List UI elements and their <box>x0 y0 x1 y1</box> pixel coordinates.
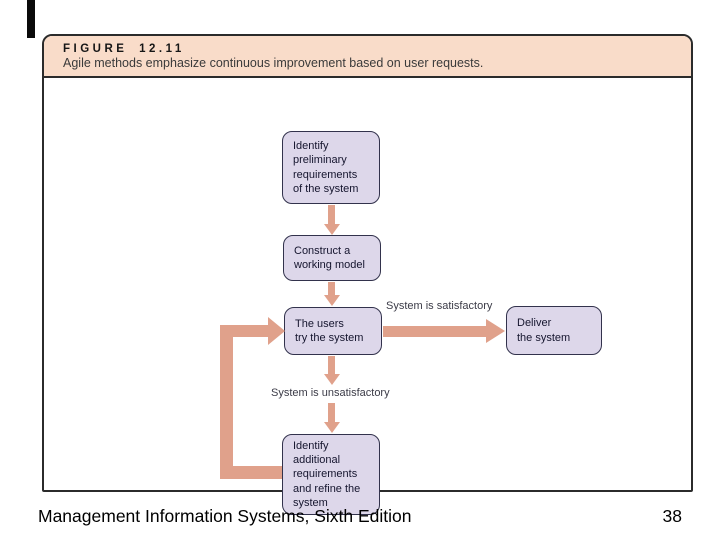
label-system-satisfactory: System is satisfactory <box>386 300 493 312</box>
arrowhead-down-icon <box>324 295 340 306</box>
arrow-construct-to-users <box>328 282 335 297</box>
arrowhead-right-icon <box>486 319 505 343</box>
label-system-unsatisfactory: System is unsatisfactory <box>271 387 390 399</box>
arrowhead-down-icon <box>324 224 340 235</box>
arrowhead-right-icon <box>268 317 285 345</box>
loop-arrow-vertical-segment <box>220 325 233 479</box>
page-number: 38 <box>662 506 682 526</box>
arrowhead-down-icon <box>324 422 340 433</box>
footer-course-title: Management Information Systems, Sixth Ed… <box>38 506 412 526</box>
figure-header: FIGURE 12.11 Agile methods emphasize con… <box>44 36 691 78</box>
arrow-users-to-deliver <box>383 326 486 337</box>
arrowhead-down-icon <box>324 374 340 385</box>
node-deliver-system: Deliver the system <box>506 306 602 355</box>
node-construct-working-model: Construct a working model <box>283 235 381 281</box>
figure-panel: FIGURE 12.11 Agile methods emphasize con… <box>42 34 693 515</box>
loop-arrow-top-segment <box>233 325 268 337</box>
node-identify-preliminary-requirements: Identify preliminary requirements of the… <box>282 131 380 204</box>
arrow-preliminary-to-construct <box>328 205 335 226</box>
arrow-unsatisfactory-to-additional <box>328 403 335 424</box>
node-identify-additional-requirements: Identify additional requirements and ref… <box>282 434 380 515</box>
figure-caption: Agile methods emphasize continuous impro… <box>63 56 484 70</box>
figure-label: FIGURE 12.11 <box>63 43 185 55</box>
arrow-users-to-unsatisfactory <box>328 356 335 376</box>
node-users-try-system: The users try the system <box>284 307 382 355</box>
loop-arrow-bottom-segment <box>220 466 282 479</box>
corner-mark <box>27 0 35 38</box>
